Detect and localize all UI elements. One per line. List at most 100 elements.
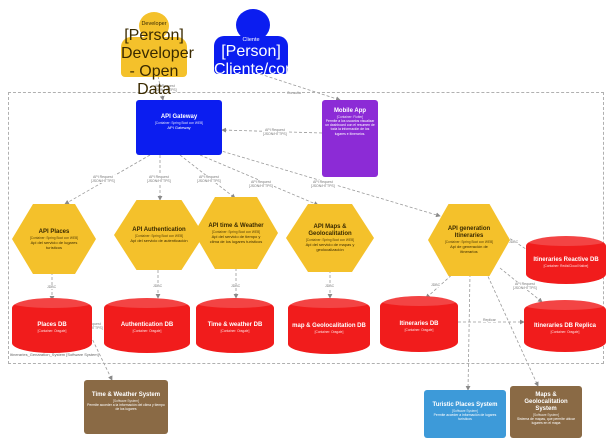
weather-db-title: Time & weather DB [207,322,263,328]
link-gateway-weather [179,154,236,199]
api-weather-title: API time & Weather [208,222,264,229]
api-maps-desc: Api del servicio de mapas y geolocalizac… [305,242,355,252]
label-tech: [JSON/HTTPS] [311,184,335,188]
label-text: API Request [199,175,219,179]
maps-db-cylinder[interactable]: map & Geolocalitation DB [Container: Ora… [288,298,370,354]
link-itin-mapsys [485,271,539,387]
api-places-title: API Places [38,228,70,235]
link-cliente-mobile [259,73,341,102]
weather-db-cylinder[interactable]: Time & weather DB [Container: Oragale] [196,298,274,353]
label-tech: [JSON/HTTPS] [91,179,115,183]
label-text: API Request [93,175,113,179]
developer-person[interactable]: Developer [Person] Developer - Open Data [121,21,194,98]
api-authentication-type: [Container: Spring Boot con WEB] [134,234,184,238]
maps-db-title: map & Geolocalitation DB [292,322,366,329]
api-gateway-desc: API Gateway [167,125,191,130]
link-itin-itindb [425,271,456,299]
maps-geolocalitation-system-desc: Sistema de mapas, que permite ubicar lug… [516,417,576,426]
itineraries-db-title: Itineraries DB [399,320,439,327]
label-auth-jdbc: JDBC [152,284,164,288]
api-weather-desc: Api del servicio de tiempo y clima de lo… [209,233,263,244]
api-weather-hex[interactable]: API time & Weather [Container: Spring Bo… [194,197,278,269]
link-itin-turisticsys [465,273,471,391]
system-boundary-label: Itineraries_Genaration_System [Software … [10,352,99,357]
label-text: API Request [313,180,333,184]
label-text: API Request [155,84,175,88]
maps-geolocalitation-system-title: Maps & Geolocalitation System [524,392,568,412]
label-text: Replicar [483,318,496,322]
turistic-places-system-box[interactable]: Turistic Places System [Software System]… [424,390,506,438]
label-itin-jdbc: JDBC [430,283,442,287]
mobile-app-desc: Permite a los usuarios visualizar un das… [325,119,375,136]
time-weather-system-type: [Software System] [113,399,139,403]
system-boundary [8,92,604,364]
label-gateway-maps: API Request[JSON/HTTPS] [248,180,274,188]
time-weather-system-desc: Permite acceder a la información del cli… [87,403,165,412]
turistic-places-system-type: [Software System] [452,409,478,413]
label-gateway-auth: API Request[JSON/HTTPS] [146,175,172,183]
api-weather-type: [Container: Spring Boot con WEB] [211,229,261,234]
developer-person-head [139,12,169,40]
itineraries-replica-db-cylinder[interactable]: Itineraries DB Replica [Container: Oraga… [524,300,606,352]
itineraries-reactive-db-type: [Container: Redis/Cloud Native] [543,263,589,268]
label-itin-replica: API Request[JSON/HTTPS] [512,282,538,290]
label-places-jdbc: JDBC [46,285,58,289]
api-authentication-desc: Api del servicio de autenticación [130,238,188,243]
maps-db-type: [Container: Oragale] [314,329,344,334]
label-text: JDBC [231,284,241,288]
label-gateway-places: API Request[JSON/HTTPS] [90,175,116,183]
label-text: JDBC [153,284,163,288]
itineraries-replica-db-type: [Container: Oragale] [550,329,580,334]
api-maps-title: API Maps & Geolocalitation [308,224,352,237]
api-maps-type: [Container: Spring Boot con WEB] [305,238,355,242]
cliente-person[interactable]: Cliente [Person] Cliente/consumidor [214,36,351,78]
cliente-desc: Cliente/consumidor [214,61,351,78]
places-db-type: [Container: Oragale] [37,329,67,333]
mobile-app-type: [Container: Flutter] [336,115,364,119]
label-tech: [JSON/HTTPS] [197,179,221,183]
itineraries-db-type: [Container: Oragale] [404,327,434,332]
label-tech: [JSON/HTTPS] [147,179,171,183]
label-itin-reactive: JDBC [508,240,520,244]
cliente-type: [Person] [221,43,281,60]
cliente-person-head [236,9,270,41]
label-mobile-gateway: API Request[JSON/HTTPS] [262,128,288,136]
label-gateway-weather: API Request[JSON/HTTPS] [196,175,222,183]
api-gateway-type: [Container: Spring Boot con WEB] [154,121,204,125]
label-tech: [JSON/HTTPS] [249,184,273,188]
api-itineraries-title: API generation Itineraries [447,226,491,239]
itineraries-replica-db-title: Itineraries DB Replica [533,322,597,329]
itineraries-reactive-db-title: Itineraries Reactive DB [533,256,599,263]
time-weather-system-box[interactable]: Time & Weather System [Software System] … [84,380,168,434]
turistic-places-system-title: Turistic Places System [432,402,498,408]
label-text: JDBC [47,285,57,289]
mobile-app-box[interactable]: Mobile App [Container: Flutter] Permite … [322,100,378,177]
link-gateway-maps [199,154,319,206]
authentication-db-type: [Container: Oragale] [132,329,162,333]
label-cliente-mobile: Consulta [286,91,302,95]
authentication-db-cylinder[interactable]: Authentication DB [Container: Oragale] [104,298,190,353]
api-gateway-box[interactable]: API Gateway [Container: Spring Boot con … [136,100,222,155]
label-text: API Request [265,128,285,132]
itineraries-reactive-db-cylinder[interactable]: Itineraries Reactive DB [Container: Redi… [526,236,606,284]
places-db-cylinder[interactable]: Places DB [Container: Oragale] [12,298,92,353]
label-text: API Request [251,180,271,184]
label-replicar: Replicar [482,318,497,322]
label-text: API Request [515,282,535,286]
label-text: JDBC [509,240,519,244]
developer-desc: Developer - Open Data [121,45,194,98]
weather-db-type: [Container: Oragale] [220,329,250,333]
label-weather-jdbc: JDBC [230,284,242,288]
label-maps-jdbc: JDBC [324,284,336,288]
label-tech: [JSON/HTTPS] [153,88,177,92]
time-weather-system-title: Time & Weather System [91,392,161,398]
developer-title: Developer [141,21,167,27]
itineraries-db-cylinder[interactable]: Itineraries DB [Container: Oragale] [380,296,458,352]
turistic-places-system-desc: Permite acceder a información de lugares… [433,413,497,422]
api-places-desc: Api del servicio de lugares turísticos [30,239,78,250]
api-itineraries-desc: Api de generación de itinerarios [450,244,488,254]
api-gateway-title: API Gateway [160,114,198,120]
maps-geolocalitation-system-box[interactable]: Maps & Geolocalitation System [Software … [510,386,582,438]
label-text: Consulta [287,91,301,95]
